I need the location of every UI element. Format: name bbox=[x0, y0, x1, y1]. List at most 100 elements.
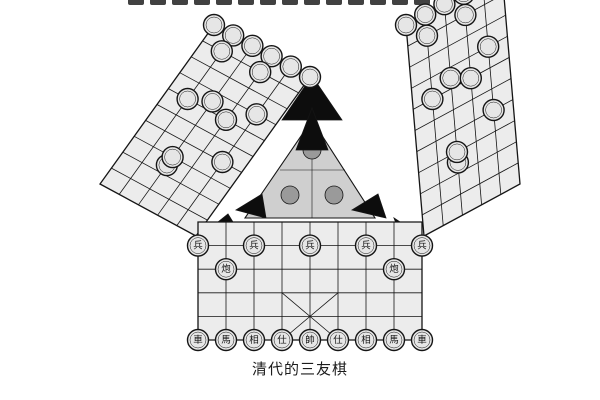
chess-piece: 兵 bbox=[242, 234, 266, 257]
piece-label: 帥 bbox=[305, 334, 315, 346]
piece-ring bbox=[413, 237, 431, 254]
piece-disc bbox=[414, 3, 437, 26]
chess-piece: 仕 bbox=[270, 328, 294, 352]
cropped-header-glyph bbox=[348, 0, 364, 5]
chess-piece bbox=[260, 45, 283, 68]
piece-ring bbox=[251, 63, 269, 81]
cropped-header-glyph bbox=[326, 0, 342, 5]
chess-piece: 車 bbox=[186, 328, 210, 352]
piece-ring bbox=[462, 69, 480, 87]
piece-disc bbox=[241, 34, 264, 57]
piece-disc bbox=[201, 90, 224, 113]
piece-ring bbox=[397, 16, 415, 34]
piece-label: 兵 bbox=[417, 240, 427, 252]
cropped-header-glyph bbox=[260, 0, 276, 5]
chess-piece: 炮 bbox=[214, 258, 238, 281]
chess-piece bbox=[394, 13, 418, 37]
piece-label: 車 bbox=[417, 334, 427, 346]
piece-ring bbox=[458, 0, 470, 3]
piece-disc bbox=[186, 234, 210, 257]
cropped-header-glyph bbox=[128, 0, 144, 5]
piece-disc bbox=[279, 55, 302, 78]
piece-disc bbox=[482, 98, 505, 122]
chess-piece bbox=[433, 0, 456, 16]
cropped-header-glyph bbox=[194, 0, 210, 5]
chess-piece bbox=[298, 65, 322, 89]
cropped-header-glyph bbox=[282, 0, 298, 5]
cropped-header-glyph bbox=[216, 0, 232, 5]
chess-piece bbox=[445, 140, 469, 164]
piece-ring bbox=[273, 331, 291, 349]
piece-disc bbox=[354, 234, 378, 257]
piece-disc bbox=[410, 328, 434, 352]
cropped-header-glyph bbox=[392, 0, 408, 5]
piece-disc bbox=[298, 65, 322, 89]
chess-piece: 仕 bbox=[326, 328, 350, 352]
piece-ring bbox=[282, 58, 300, 75]
piece-disc bbox=[249, 60, 272, 84]
piece-disc bbox=[242, 328, 266, 352]
piece-label: 兵 bbox=[305, 240, 315, 252]
palace-diagonal bbox=[281, 292, 339, 341]
cropped-header-glyph bbox=[304, 0, 320, 5]
piece-ring bbox=[479, 38, 497, 55]
figure-caption: 清代的三友棋 bbox=[251, 360, 348, 378]
piece-ring bbox=[457, 6, 474, 24]
cropped-header-glyph bbox=[370, 0, 386, 5]
chess-piece bbox=[201, 90, 224, 113]
piece-ring bbox=[245, 331, 263, 349]
piece-disc bbox=[211, 150, 234, 174]
piece-ring bbox=[217, 260, 235, 278]
piece-disc bbox=[382, 258, 406, 281]
chess-piece: 兵 bbox=[186, 234, 210, 257]
cropped-header-glyph bbox=[238, 0, 254, 5]
piece-ring bbox=[413, 331, 431, 349]
river-triangle bbox=[295, 106, 329, 151]
piece-disc bbox=[394, 13, 418, 37]
chess-piece bbox=[161, 145, 184, 169]
chess-piece bbox=[415, 24, 439, 47]
piece-label: 仕 bbox=[277, 334, 287, 346]
piece-disc bbox=[410, 234, 434, 257]
piece-disc bbox=[210, 40, 234, 63]
chess-piece bbox=[249, 60, 272, 84]
piece-disc bbox=[214, 108, 238, 132]
piece-ring bbox=[385, 331, 403, 349]
right-player-pieces bbox=[394, 0, 505, 174]
piece-disc bbox=[202, 13, 226, 37]
piece-ring bbox=[357, 331, 375, 349]
chess-piece bbox=[245, 103, 268, 126]
piece-label: 相 bbox=[249, 334, 259, 346]
piece-disc bbox=[445, 140, 469, 164]
piece-label: 炮 bbox=[389, 263, 399, 275]
chess-piece bbox=[439, 66, 462, 90]
chess-piece: 馬 bbox=[214, 328, 238, 352]
piece-label: 炮 bbox=[221, 263, 231, 275]
chess-piece: 車 bbox=[410, 328, 434, 352]
piece-label: 車 bbox=[193, 334, 203, 346]
piece-ring bbox=[416, 6, 434, 23]
piece-ring bbox=[189, 331, 207, 349]
piece-disc bbox=[421, 87, 444, 111]
piece-disc bbox=[161, 145, 184, 169]
central-triangle bbox=[243, 119, 377, 219]
right-board-rank-line bbox=[422, 162, 519, 216]
piece-disc bbox=[242, 234, 266, 257]
piece-ring bbox=[204, 93, 221, 110]
piece-ring bbox=[418, 27, 436, 44]
piece-ring bbox=[224, 27, 242, 44]
chess-piece: 帥 bbox=[298, 328, 322, 352]
piece-ring bbox=[448, 143, 466, 161]
piece-disc bbox=[176, 87, 199, 111]
piece-disc bbox=[326, 328, 350, 352]
chess-piece bbox=[421, 87, 444, 111]
left-player-pieces bbox=[155, 13, 322, 177]
piece-ring bbox=[164, 148, 181, 166]
piece-ring bbox=[217, 111, 235, 129]
piece-ring bbox=[179, 90, 196, 108]
piece-disc bbox=[433, 0, 456, 16]
chess-piece bbox=[454, 3, 477, 27]
chess-piece bbox=[214, 108, 238, 132]
